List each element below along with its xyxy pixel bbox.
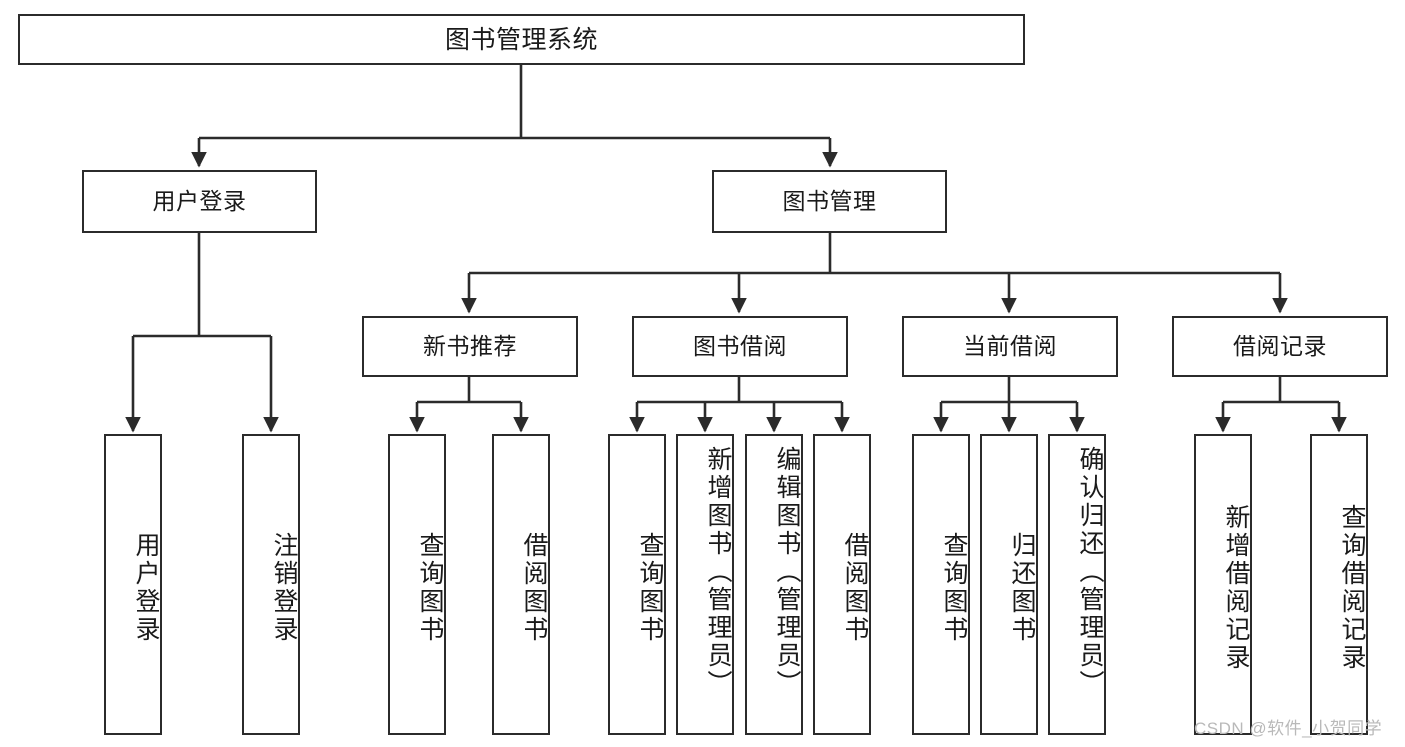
- node-book-borrow-label: 图书借阅: [693, 332, 787, 359]
- node-book-borrow[interactable]: 图书借阅: [632, 316, 848, 377]
- node-current-borrow-label: 当前借阅: [963, 332, 1057, 359]
- leaf-borrow-book-1[interactable]: 借阅图书: [492, 434, 550, 735]
- leaf-edit-book-admin-label: 编辑图书（管理员）: [773, 446, 801, 698]
- node-borrow-record[interactable]: 借阅记录: [1172, 316, 1388, 377]
- node-user-login-label: 用户登录: [152, 187, 247, 214]
- leaf-edit-book-admin[interactable]: 编辑图书（管理员）: [745, 434, 803, 735]
- leaf-return-book[interactable]: 归还图书: [980, 434, 1038, 735]
- leaf-logout-login[interactable]: 注销登录: [242, 434, 300, 735]
- node-root-label: 图书管理系统: [444, 25, 598, 54]
- node-borrow-record-label: 借阅记录: [1233, 332, 1327, 359]
- leaf-query-borrow-record-label: 查询借阅记录: [1338, 503, 1366, 672]
- node-root[interactable]: 图书管理系统: [18, 14, 1025, 65]
- leaf-borrow-book-2[interactable]: 借阅图书: [813, 434, 871, 735]
- leaf-query-book-3-label: 查询图书: [940, 531, 968, 644]
- node-book-management-label: 图书管理: [782, 187, 877, 214]
- node-new-book-recommend[interactable]: 新书推荐: [362, 316, 578, 377]
- node-user-login[interactable]: 用户登录: [82, 170, 317, 233]
- leaf-user-login[interactable]: 用户登录: [104, 434, 162, 735]
- node-book-management[interactable]: 图书管理: [712, 170, 947, 233]
- node-new-book-recommend-label: 新书推荐: [423, 332, 517, 359]
- leaf-query-book-3[interactable]: 查询图书: [912, 434, 970, 735]
- leaf-logout-login-label: 注销登录: [270, 531, 298, 644]
- leaf-confirm-return-admin[interactable]: 确认归还（管理员）: [1048, 434, 1106, 735]
- node-current-borrow[interactable]: 当前借阅: [902, 316, 1118, 377]
- leaf-return-book-label: 归还图书: [1008, 531, 1036, 644]
- leaf-confirm-return-admin-label: 确认归还（管理员）: [1076, 446, 1104, 698]
- csdn-watermark: CSDN @软件_小贺同学: [1194, 719, 1383, 738]
- leaf-query-book-2[interactable]: 查询图书: [608, 434, 666, 735]
- leaf-query-book-1[interactable]: 查询图书: [388, 434, 446, 735]
- leaf-borrow-book-2-label: 借阅图书: [841, 531, 869, 644]
- leaf-add-borrow-record-label: 新增借阅记录: [1222, 503, 1250, 672]
- leaf-add-book-admin[interactable]: 新增图书（管理员）: [676, 434, 734, 735]
- leaf-add-borrow-record[interactable]: 新增借阅记录: [1194, 434, 1252, 735]
- leaf-query-book-1-label: 查询图书: [416, 531, 444, 644]
- leaf-borrow-book-1-label: 借阅图书: [520, 531, 548, 644]
- leaf-add-book-admin-label: 新增图书（管理员）: [704, 446, 732, 698]
- leaf-query-book-2-label: 查询图书: [636, 531, 664, 644]
- leaf-query-borrow-record[interactable]: 查询借阅记录: [1310, 434, 1368, 735]
- leaf-user-login-label: 用户登录: [132, 531, 160, 644]
